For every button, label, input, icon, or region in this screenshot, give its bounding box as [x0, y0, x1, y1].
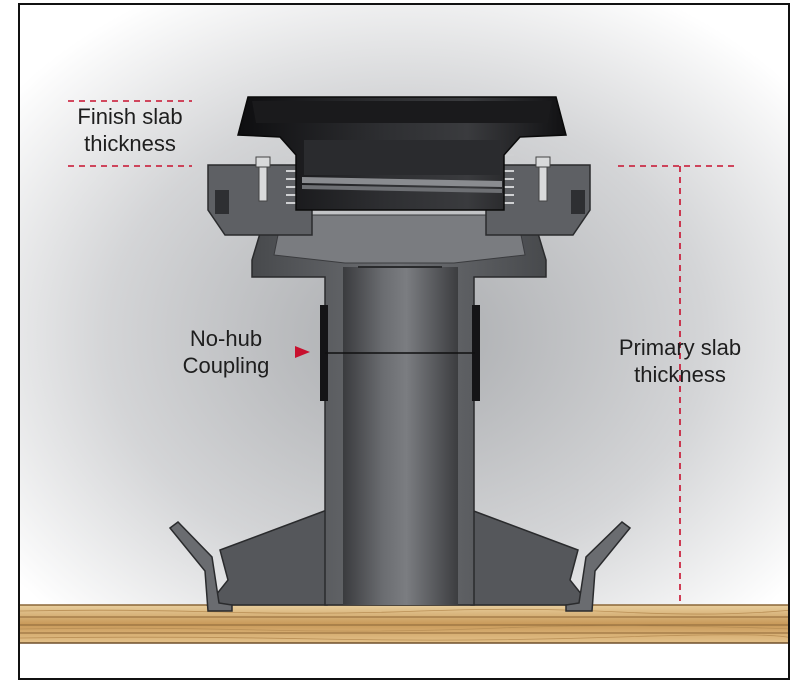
drain-diagram	[20, 5, 788, 678]
dimension-lines	[68, 100, 736, 605]
finish-slab-label: Finish slab thickness	[56, 103, 204, 157]
coupling-label: No-hub Coupling	[166, 325, 286, 379]
primary-slab-label-line1: Primary slab	[618, 335, 742, 360]
pipe	[343, 267, 458, 605]
finish-slab-label-line1: Finish slab	[77, 104, 183, 129]
coupling-label-line2: Coupling	[182, 353, 270, 378]
lower-flange	[168, 508, 632, 612]
diagram-frame: Finish slab thickness No-hub Coupling Pr…	[18, 3, 790, 680]
bottom-margin	[20, 643, 788, 678]
coupling-label-line1: No-hub	[189, 326, 263, 351]
finish-slab-label-line2: thickness	[84, 131, 176, 156]
plywood-deck	[20, 604, 788, 644]
strainer-top	[237, 96, 567, 211]
no-hub-coupling	[320, 305, 480, 401]
primary-slab-label-line2: thickness	[634, 362, 726, 387]
primary-slab-label: Primary slab thickness	[598, 334, 762, 388]
coupling-arrow-icon	[295, 346, 310, 358]
